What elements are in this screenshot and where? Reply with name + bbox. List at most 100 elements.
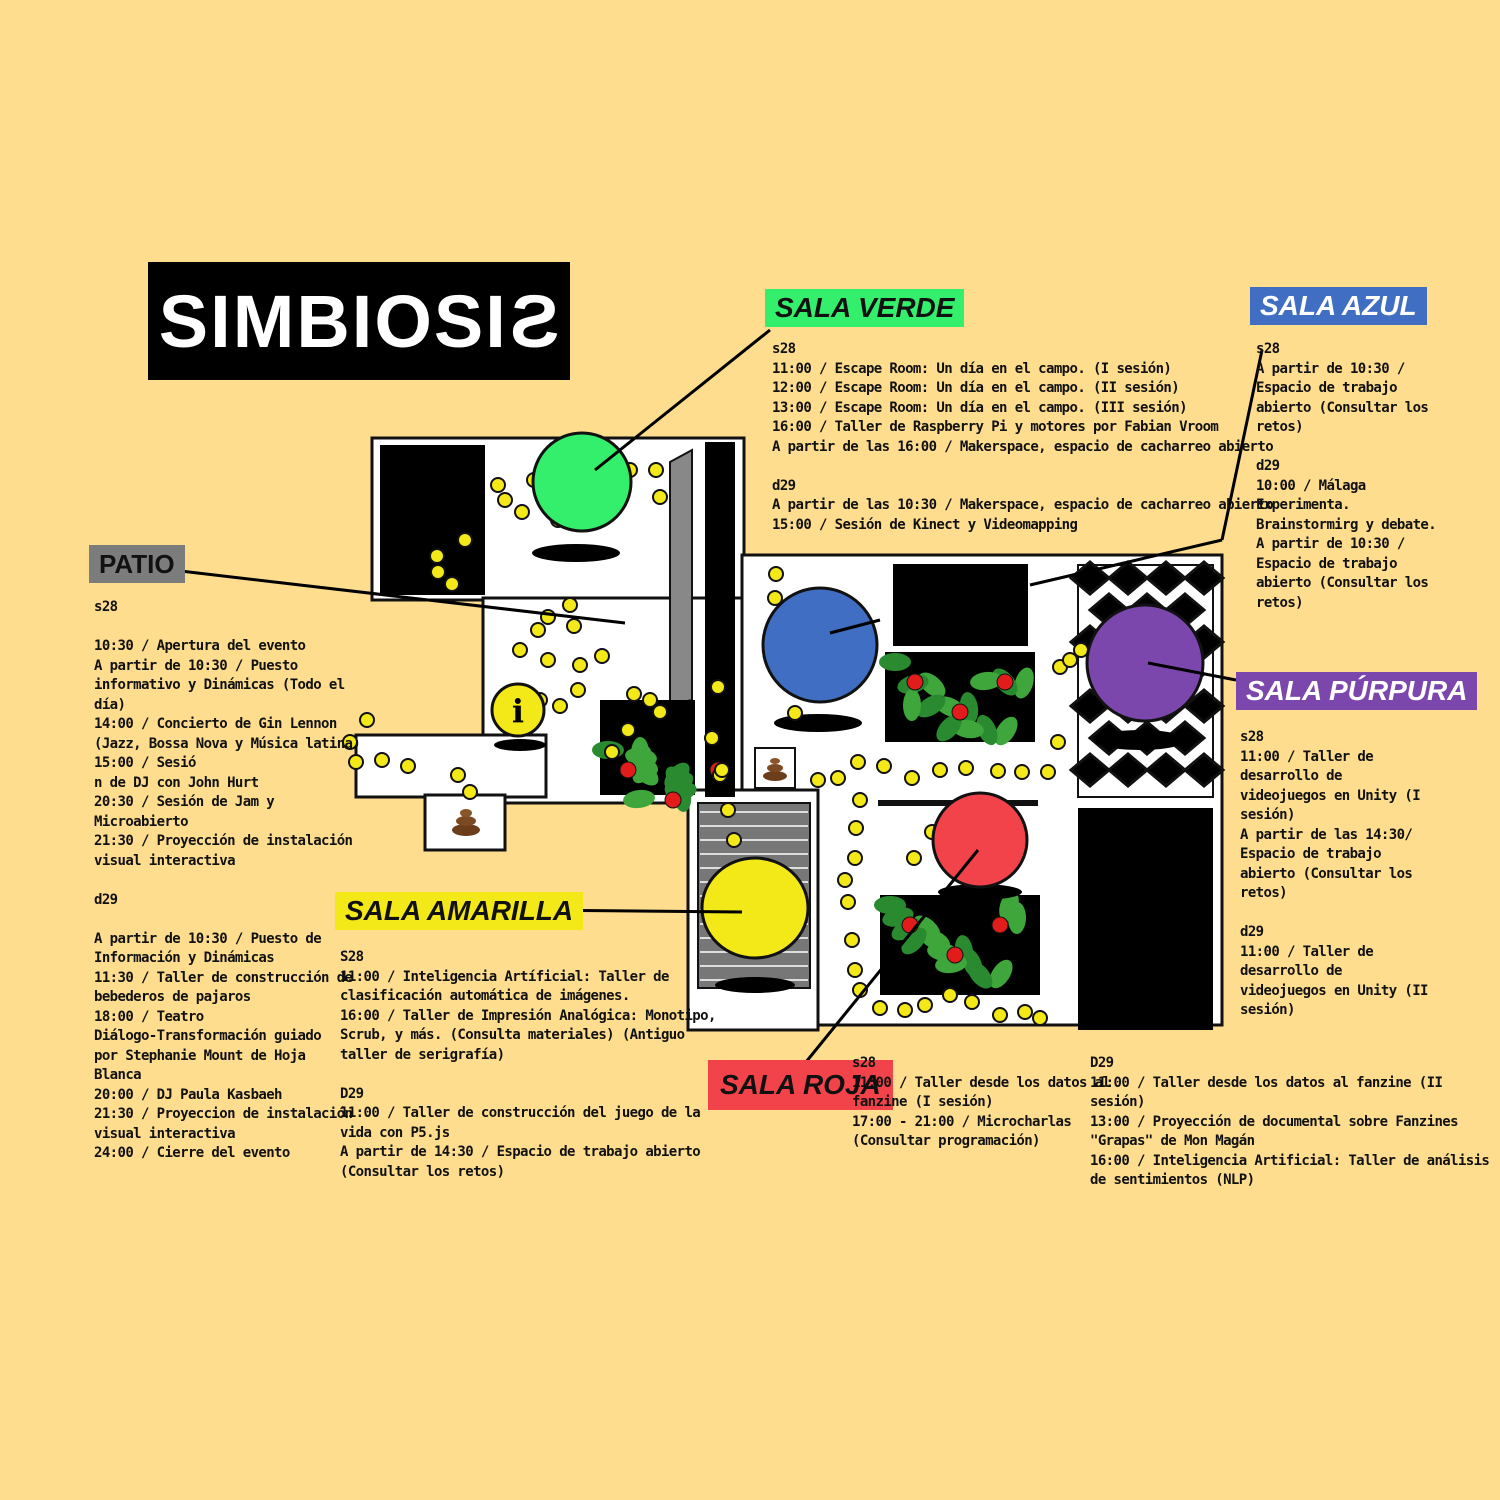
path-dot: [1032, 1010, 1048, 1026]
path-dot: [840, 894, 856, 910]
path-dot: [850, 754, 866, 770]
path-dots: [342, 462, 1089, 1026]
patio-label: PATIO: [89, 545, 185, 583]
poop-icon: [452, 809, 480, 836]
path-dot: [917, 997, 933, 1013]
flower-icon: [996, 673, 1014, 691]
leaf-icon: [902, 689, 922, 721]
path-dot: [359, 712, 375, 728]
sala-roja-marker[interactable]: [931, 791, 1029, 889]
leaf-icon: [879, 653, 911, 671]
leaf-icon: [994, 716, 1018, 746]
path-dot: [897, 1002, 913, 1018]
sala-verde-marker[interactable]: [531, 431, 633, 533]
poop-icon: [763, 758, 787, 781]
path-dot: [497, 492, 513, 508]
path-dot: [462, 784, 478, 800]
path-dot: [652, 489, 668, 505]
path-dot: [990, 763, 1006, 779]
sala-roja-schedule-d29: D29 11:00 / Taller desde los datos al fa…: [1090, 1055, 1490, 1188]
plant-box-north: [879, 652, 1035, 746]
leaf-icon: [1007, 902, 1027, 934]
path-dot: [400, 758, 416, 774]
leaf-icon: [970, 671, 1002, 691]
path-dot: [348, 754, 364, 770]
path-dot: [626, 686, 642, 702]
path-dot: [942, 987, 958, 1003]
path-dot: [872, 1000, 888, 1016]
sala-purpura-marker[interactable]: [1085, 603, 1205, 723]
path-dot: [1062, 652, 1078, 668]
leaf-icon: [630, 737, 650, 769]
path-dot: [652, 704, 668, 720]
path-dot: [904, 770, 920, 786]
path-dot: [714, 762, 730, 778]
path-dot: [594, 648, 610, 664]
patio-schedule: s28 10:30 / Apertura del evento A partir…: [94, 599, 361, 1161]
path-dot: [720, 802, 736, 818]
path-dot: [514, 504, 530, 520]
sala-purpura-label: SALA PÚRPURA: [1236, 672, 1478, 710]
logo-text: SIMBIOSI: [158, 279, 508, 363]
path-dot: [964, 994, 980, 1010]
sala-azul-dark-block: [893, 564, 1028, 646]
east-dark-block: [1078, 808, 1213, 1030]
path-dot: [642, 692, 658, 708]
path-dot: [837, 872, 853, 888]
leaf-icon: [1014, 667, 1034, 699]
checker-tile: [1144, 560, 1188, 596]
path-dot: [847, 850, 863, 866]
path-dot: [512, 642, 528, 658]
path-dot: [429, 548, 445, 564]
path-dot: [852, 792, 868, 808]
path-dot: [844, 932, 860, 948]
path-dot: [572, 657, 588, 673]
path-dot: [604, 744, 620, 760]
sala-roja-label: SALA ROJA: [708, 1060, 893, 1110]
plant-box-south: [874, 890, 1040, 995]
sala-azul-marker[interactable]: [761, 586, 879, 704]
leaf-icon: [901, 927, 927, 955]
info-icon[interactable]: [490, 682, 546, 738]
path-dot: [1017, 1004, 1033, 1020]
sala-azul-label: SALA AZUL: [1250, 287, 1427, 325]
path-dot: [1050, 734, 1066, 750]
path-dot: [726, 832, 742, 848]
leader-lines: [171, 328, 1264, 1063]
leaf-icon: [664, 762, 690, 790]
sala-amarilla-marker[interactable]: [700, 856, 810, 960]
path-dot: [830, 770, 846, 786]
leaf-icon: [916, 694, 946, 718]
leaf-icon: [989, 959, 1013, 989]
path-dot: [767, 590, 783, 606]
checker-tile: [1182, 560, 1226, 596]
checker-tile: [1182, 688, 1226, 724]
leaf-icon: [967, 961, 993, 989]
leaf-icon: [936, 714, 962, 742]
path-dot: [540, 652, 556, 668]
flower-icon: [991, 916, 1009, 934]
path-dot: [450, 767, 466, 783]
info-icon-glyph: i: [512, 692, 524, 730]
checker-tile: [1144, 752, 1188, 788]
sala-purpura-schedule: s28 11:00 / Taller de desarrollo de vide…: [1240, 729, 1428, 1018]
flower-icon: [946, 946, 964, 964]
checker-tile: [1068, 752, 1112, 788]
path-dot: [374, 752, 390, 768]
path-dot: [992, 1007, 1008, 1023]
sala-verde-label: SALA VERDE: [765, 289, 965, 327]
path-dot: [810, 772, 826, 788]
path-dot: [444, 576, 460, 592]
path-dot: [430, 564, 446, 580]
path-dot: [570, 682, 586, 698]
sala-roja-schedule-s28: s28 11:00 / Taller desde los datos al fa…: [852, 1055, 1111, 1149]
path-dot: [566, 618, 582, 634]
path-dot: [552, 698, 568, 714]
path-dot: [876, 758, 892, 774]
checker-tile: [1182, 752, 1226, 788]
leaf-icon: [623, 789, 655, 809]
path-dot: [648, 462, 664, 478]
path-dot: [958, 760, 974, 776]
